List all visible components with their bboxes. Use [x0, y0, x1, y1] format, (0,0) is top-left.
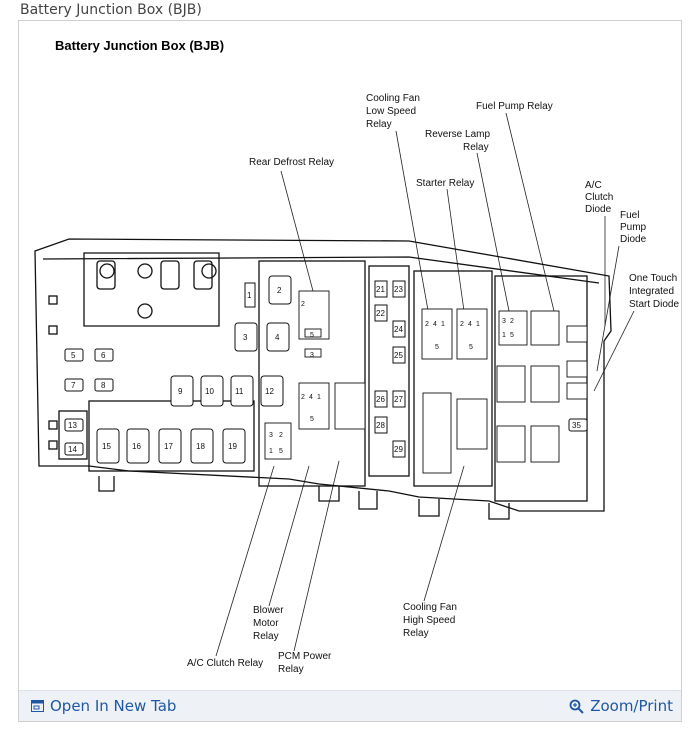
- zoom-print-link[interactable]: Zoom/Print: [569, 697, 673, 715]
- open-new-tab-link[interactable]: Open In New Tab: [31, 697, 176, 715]
- svg-text:24: 24: [394, 325, 403, 334]
- junction-box-diagram[interactable]: Battery Junction Box (BJB) Cooling Fan L…: [19, 21, 681, 691]
- svg-text:28: 28: [376, 421, 385, 430]
- svg-text:1: 1: [502, 332, 506, 339]
- svg-text:1: 1: [317, 394, 321, 401]
- svg-text:7: 7: [71, 381, 76, 390]
- svg-text:6: 6: [101, 351, 106, 360]
- svg-text:2: 2: [279, 432, 283, 439]
- svg-text:4: 4: [275, 333, 280, 342]
- open-new-tab-icon: [31, 700, 44, 712]
- fuses: 1 2 3 4 5 6 7 8 9 10 11 12 13: [64, 275, 588, 464]
- svg-text:13: 13: [68, 421, 77, 430]
- svg-text:5: 5: [510, 332, 514, 339]
- svg-text:2: 2: [301, 301, 305, 308]
- svg-text:5: 5: [71, 351, 76, 360]
- svg-text:3: 3: [310, 352, 314, 359]
- svg-text:10: 10: [205, 387, 214, 396]
- zoom-print-label: Zoom/Print: [590, 697, 673, 715]
- svg-text:High Speed: High Speed: [403, 615, 455, 626]
- diagram-frame: Battery Junction Box (BJB) Cooling Fan L…: [18, 20, 682, 722]
- svg-text:5: 5: [435, 344, 439, 351]
- image-footer: Open In New Tab Zoom/Print: [19, 690, 681, 721]
- callout-reverse-lamp: Reverse Lamp: [425, 129, 490, 140]
- svg-text:26: 26: [376, 395, 385, 404]
- svg-text:Low Speed: Low Speed: [366, 106, 416, 117]
- svg-text:2: 2: [425, 321, 429, 328]
- svg-text:4: 4: [433, 321, 437, 328]
- svg-text:18: 18: [196, 442, 205, 451]
- svg-text:15: 15: [102, 442, 111, 451]
- leader-lines: [215, 112, 635, 657]
- svg-text:Start Diode: Start Diode: [629, 299, 679, 310]
- callout-ac-clutch-diode: A/C: [585, 180, 602, 191]
- svg-text:9: 9: [178, 387, 183, 396]
- svg-text:2: 2: [277, 286, 282, 295]
- svg-text:5: 5: [310, 332, 314, 339]
- svg-text:Clutch: Clutch: [585, 192, 613, 203]
- callout-pcm-relay: PCM Power: [278, 651, 332, 662]
- callout-blower-relay: Blower: [253, 605, 284, 616]
- svg-text:Pump: Pump: [620, 222, 647, 233]
- svg-text:22: 22: [376, 309, 385, 318]
- svg-text:11: 11: [235, 387, 244, 396]
- svg-text:4: 4: [309, 394, 313, 401]
- callout-labels: Cooling Fan Low Speed Relay Fuel Pump Re…: [187, 93, 679, 675]
- svg-text:23: 23: [394, 285, 403, 294]
- svg-text:Relay: Relay: [463, 142, 489, 153]
- relays: [264, 290, 588, 474]
- svg-text:3: 3: [502, 318, 506, 325]
- image-caption: Battery Junction Box (BJB): [20, 2, 202, 18]
- svg-text:27: 27: [394, 395, 403, 404]
- callout-starter-relay: Starter Relay: [416, 178, 474, 189]
- svg-text:5: 5: [469, 344, 473, 351]
- magnifier-icon: [569, 699, 584, 714]
- svg-text:4: 4: [468, 321, 472, 328]
- svg-text:Relay: Relay: [253, 631, 279, 642]
- open-new-tab-label: Open In New Tab: [50, 697, 177, 715]
- svg-text:19: 19: [228, 442, 237, 451]
- svg-text:35: 35: [572, 421, 581, 430]
- svg-text:17: 17: [164, 442, 173, 451]
- svg-text:16: 16: [132, 442, 141, 451]
- svg-text:Diode: Diode: [620, 234, 647, 245]
- svg-text:Diode: Diode: [585, 204, 612, 215]
- svg-text:2: 2: [301, 394, 305, 401]
- callout-cooling-fan-high: Cooling Fan: [403, 602, 457, 613]
- svg-text:Integrated: Integrated: [629, 286, 674, 297]
- callout-fuel-pump-relay: Fuel Pump Relay: [476, 101, 553, 112]
- callout-one-touch-diode: One Touch: [629, 273, 677, 284]
- svg-text:29: 29: [394, 445, 403, 454]
- svg-text:1: 1: [247, 291, 252, 300]
- svg-text:Relay: Relay: [366, 119, 392, 130]
- svg-text:Relay: Relay: [403, 628, 429, 639]
- svg-text:3: 3: [269, 432, 273, 439]
- svg-text:1: 1: [441, 321, 445, 328]
- callout-fuel-pump-diode: Fuel: [620, 210, 639, 221]
- svg-text:3: 3: [243, 333, 248, 342]
- svg-text:12: 12: [265, 387, 274, 396]
- svg-text:2: 2: [460, 321, 464, 328]
- svg-text:1: 1: [269, 448, 273, 455]
- relay-pin-labels: 2 2 4 1 5 5 3 2 4 1 5 2 4 1 5 3 2 1 5 3 …: [269, 301, 514, 455]
- svg-text:1: 1: [476, 321, 480, 328]
- callout-rear-defrost: Rear Defrost Relay: [249, 157, 334, 168]
- svg-text:2: 2: [510, 318, 514, 325]
- svg-text:21: 21: [376, 285, 385, 294]
- callout-cooling-fan-low: Cooling Fan: [366, 93, 420, 104]
- svg-text:25: 25: [394, 351, 403, 360]
- svg-text:5: 5: [310, 416, 314, 423]
- callout-ac-clutch-relay: A/C Clutch Relay: [187, 658, 263, 669]
- diagram-title: Battery Junction Box (BJB): [55, 38, 224, 53]
- svg-text:Relay: Relay: [278, 664, 304, 675]
- svg-text:Motor: Motor: [253, 618, 279, 629]
- box-outline: [34, 238, 612, 520]
- svg-text:8: 8: [101, 381, 106, 390]
- svg-text:5: 5: [279, 448, 283, 455]
- svg-text:14: 14: [68, 445, 77, 454]
